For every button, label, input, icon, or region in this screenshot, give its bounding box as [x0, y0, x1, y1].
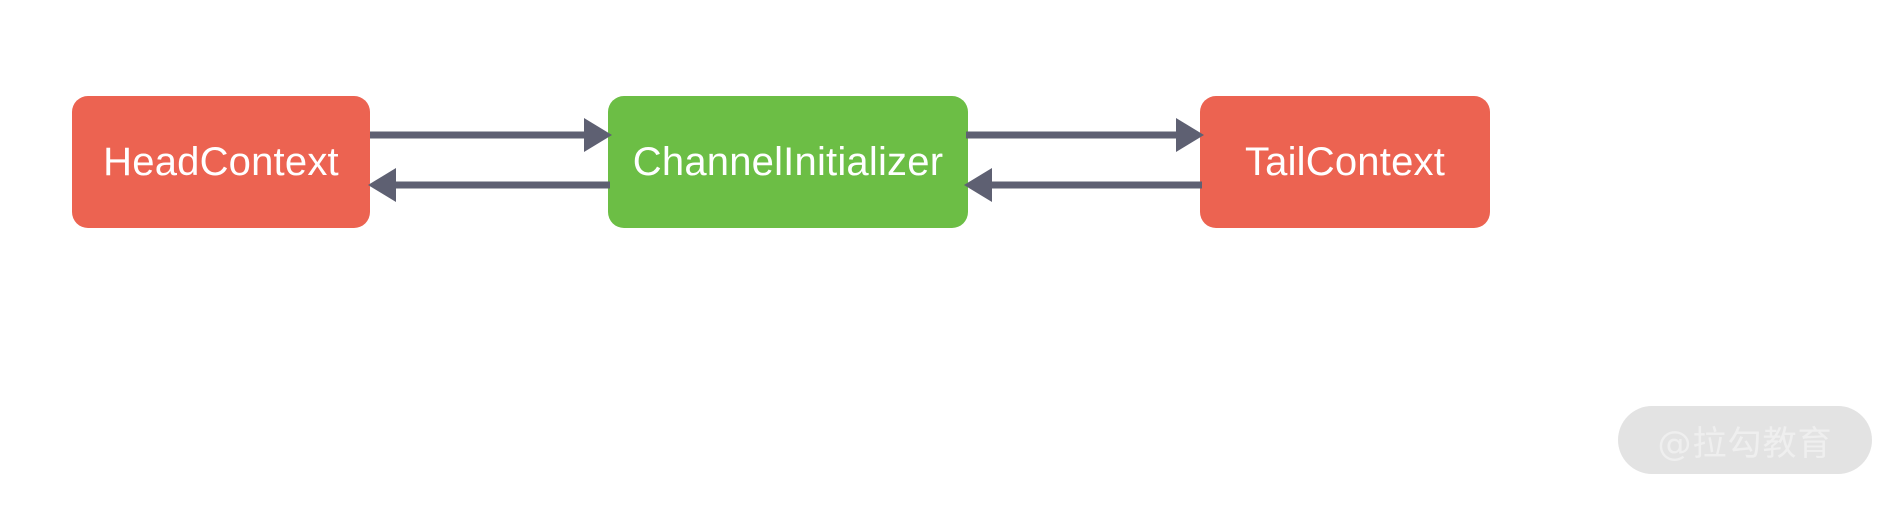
edge-head-context-to-channel-initializer [370, 115, 612, 155]
node-tail-context-label: TailContext [1244, 139, 1446, 184]
node-head-context[interactable]: HeadContext [72, 96, 370, 228]
arrow-right-icon [370, 118, 612, 152]
edge-tail-context-to-channel-initializer [964, 165, 1202, 205]
edge-channel-initializer-to-head-context [368, 165, 610, 205]
node-head-context-label: HeadContext [103, 139, 339, 184]
node-channel-initializer-label: ChannelInitializer [632, 139, 944, 184]
arrow-right-icon [966, 118, 1204, 152]
watermark-label: @拉勾教育 [1657, 423, 1833, 464]
arrow-left-icon [368, 168, 610, 202]
node-tail-context[interactable]: TailContext [1200, 96, 1490, 228]
watermark-badge: @拉勾教育 [1618, 406, 1872, 474]
node-channel-initializer[interactable]: ChannelInitializer [608, 96, 968, 228]
edge-channel-initializer-to-tail-context [966, 115, 1204, 155]
arrow-left-icon [964, 168, 1202, 202]
